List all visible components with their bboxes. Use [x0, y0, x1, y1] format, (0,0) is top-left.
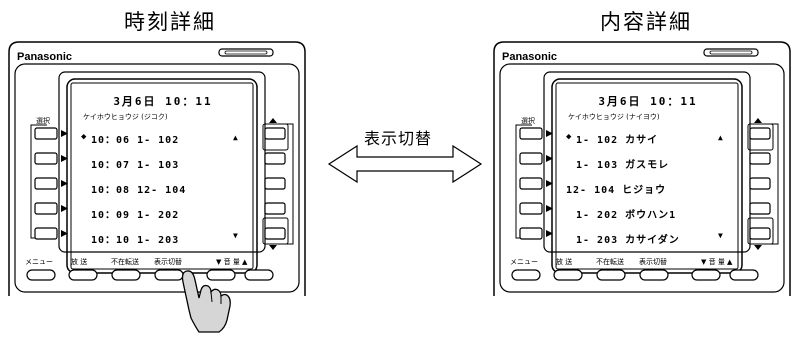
scroll-down-icon: ▼ — [718, 231, 723, 240]
lcd-row: 1- 203 カサイダン — [576, 235, 680, 246]
fn-label-display-switch: 表示切替 — [154, 258, 182, 266]
fn-label-volume: ▼ 音 量 ▲ — [216, 258, 248, 266]
lcd-subtitle: ケイホウヒョウジ (ナイヨウ) — [568, 113, 660, 121]
switch-label: 表示切替 — [364, 129, 433, 148]
left-phone-panel: Panasonic 選択 3月6日 10：11 ケイホウヒョウジ (ジコク) ◆… — [7, 38, 307, 333]
lcd-row: 10：09 1- 202 — [91, 210, 180, 221]
fn-label-menu: メニュー — [510, 258, 538, 266]
scroll-down-icon: ▼ — [233, 231, 238, 240]
lcd-row: 12- 104 ヒジョウ — [566, 185, 667, 196]
fn-label-forward: 不在転送 — [596, 258, 624, 266]
fn-label-forward: 不在転送 — [111, 258, 139, 266]
right-phone-panel: Panasonic 選択 3月6日 10：11 ケイホウヒョウジ (ナイヨウ) … — [492, 38, 792, 298]
phone-frame — [8, 41, 306, 296]
select-label: 選択 — [521, 117, 535, 125]
fn-label-broadcast: 放 送 — [71, 258, 88, 266]
lcd-screen: 3月6日 10：11 ケイホウヒョウジ (ジコク) ◆ 10：06 1- 102… — [73, 85, 253, 272]
double-arrow-icon — [327, 144, 483, 184]
left-heading: 時刻詳細 — [124, 10, 216, 34]
fn-label-volume: ▼ 音 量 ▲ — [701, 258, 733, 266]
lcd-row: 1- 103 ガスモレ — [576, 160, 670, 171]
lcd-row: 10：08 12- 104 — [91, 185, 187, 196]
lcd-row: 10：10 1- 203 — [91, 235, 180, 246]
lcd-row: 10：06 1- 102 — [91, 135, 180, 146]
pressing-hand-icon — [181, 270, 231, 333]
phone-frame — [493, 41, 791, 296]
right-heading: 内容詳細 — [600, 10, 692, 34]
brand-logo: Panasonic — [502, 51, 558, 63]
scroll-up-icon: ▲ — [233, 133, 238, 142]
lcd-row: 10：07 1- 103 — [91, 160, 180, 171]
fn-label-menu: メニュー — [25, 258, 53, 266]
scroll-up-icon: ▲ — [718, 133, 723, 142]
lcd-screen: 3月6日 10：11 ケイホウヒョウジ (ナイヨウ) ◆ 1- 102 カサイ … — [558, 85, 738, 272]
selection-cursor-icon: ◆ — [81, 132, 87, 142]
lcd-date: 3月6日 10：11 — [598, 95, 698, 108]
selection-cursor-icon: ◆ — [566, 132, 572, 142]
lcd-row: 1- 202 ボウハン1 — [576, 210, 677, 221]
select-label: 選択 — [36, 117, 50, 125]
fn-label-broadcast: 放 送 — [556, 258, 573, 266]
brand-logo: Panasonic — [17, 51, 73, 63]
fn-label-display-switch: 表示切替 — [639, 258, 667, 266]
lcd-subtitle: ケイホウヒョウジ (ジコク) — [83, 113, 168, 121]
lcd-date: 3月6日 10：11 — [113, 95, 213, 108]
lcd-row: 1- 102 カサイ — [576, 135, 659, 146]
